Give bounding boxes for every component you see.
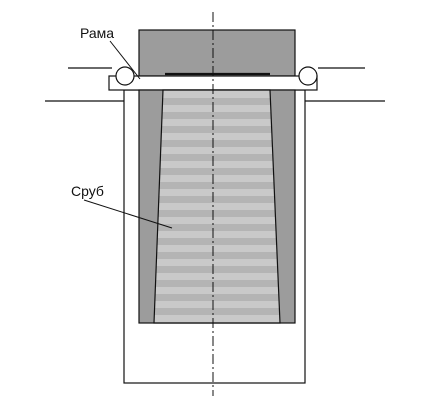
frame-label: Рама (80, 25, 114, 41)
frame-leader-line (109, 40, 141, 80)
left-roller (115, 66, 135, 86)
log-crib-label: Сруб (71, 183, 104, 199)
top-block (138, 29, 296, 77)
right-roller (298, 66, 318, 86)
log-crib (153, 89, 281, 324)
crib-leader-line (83, 199, 173, 229)
